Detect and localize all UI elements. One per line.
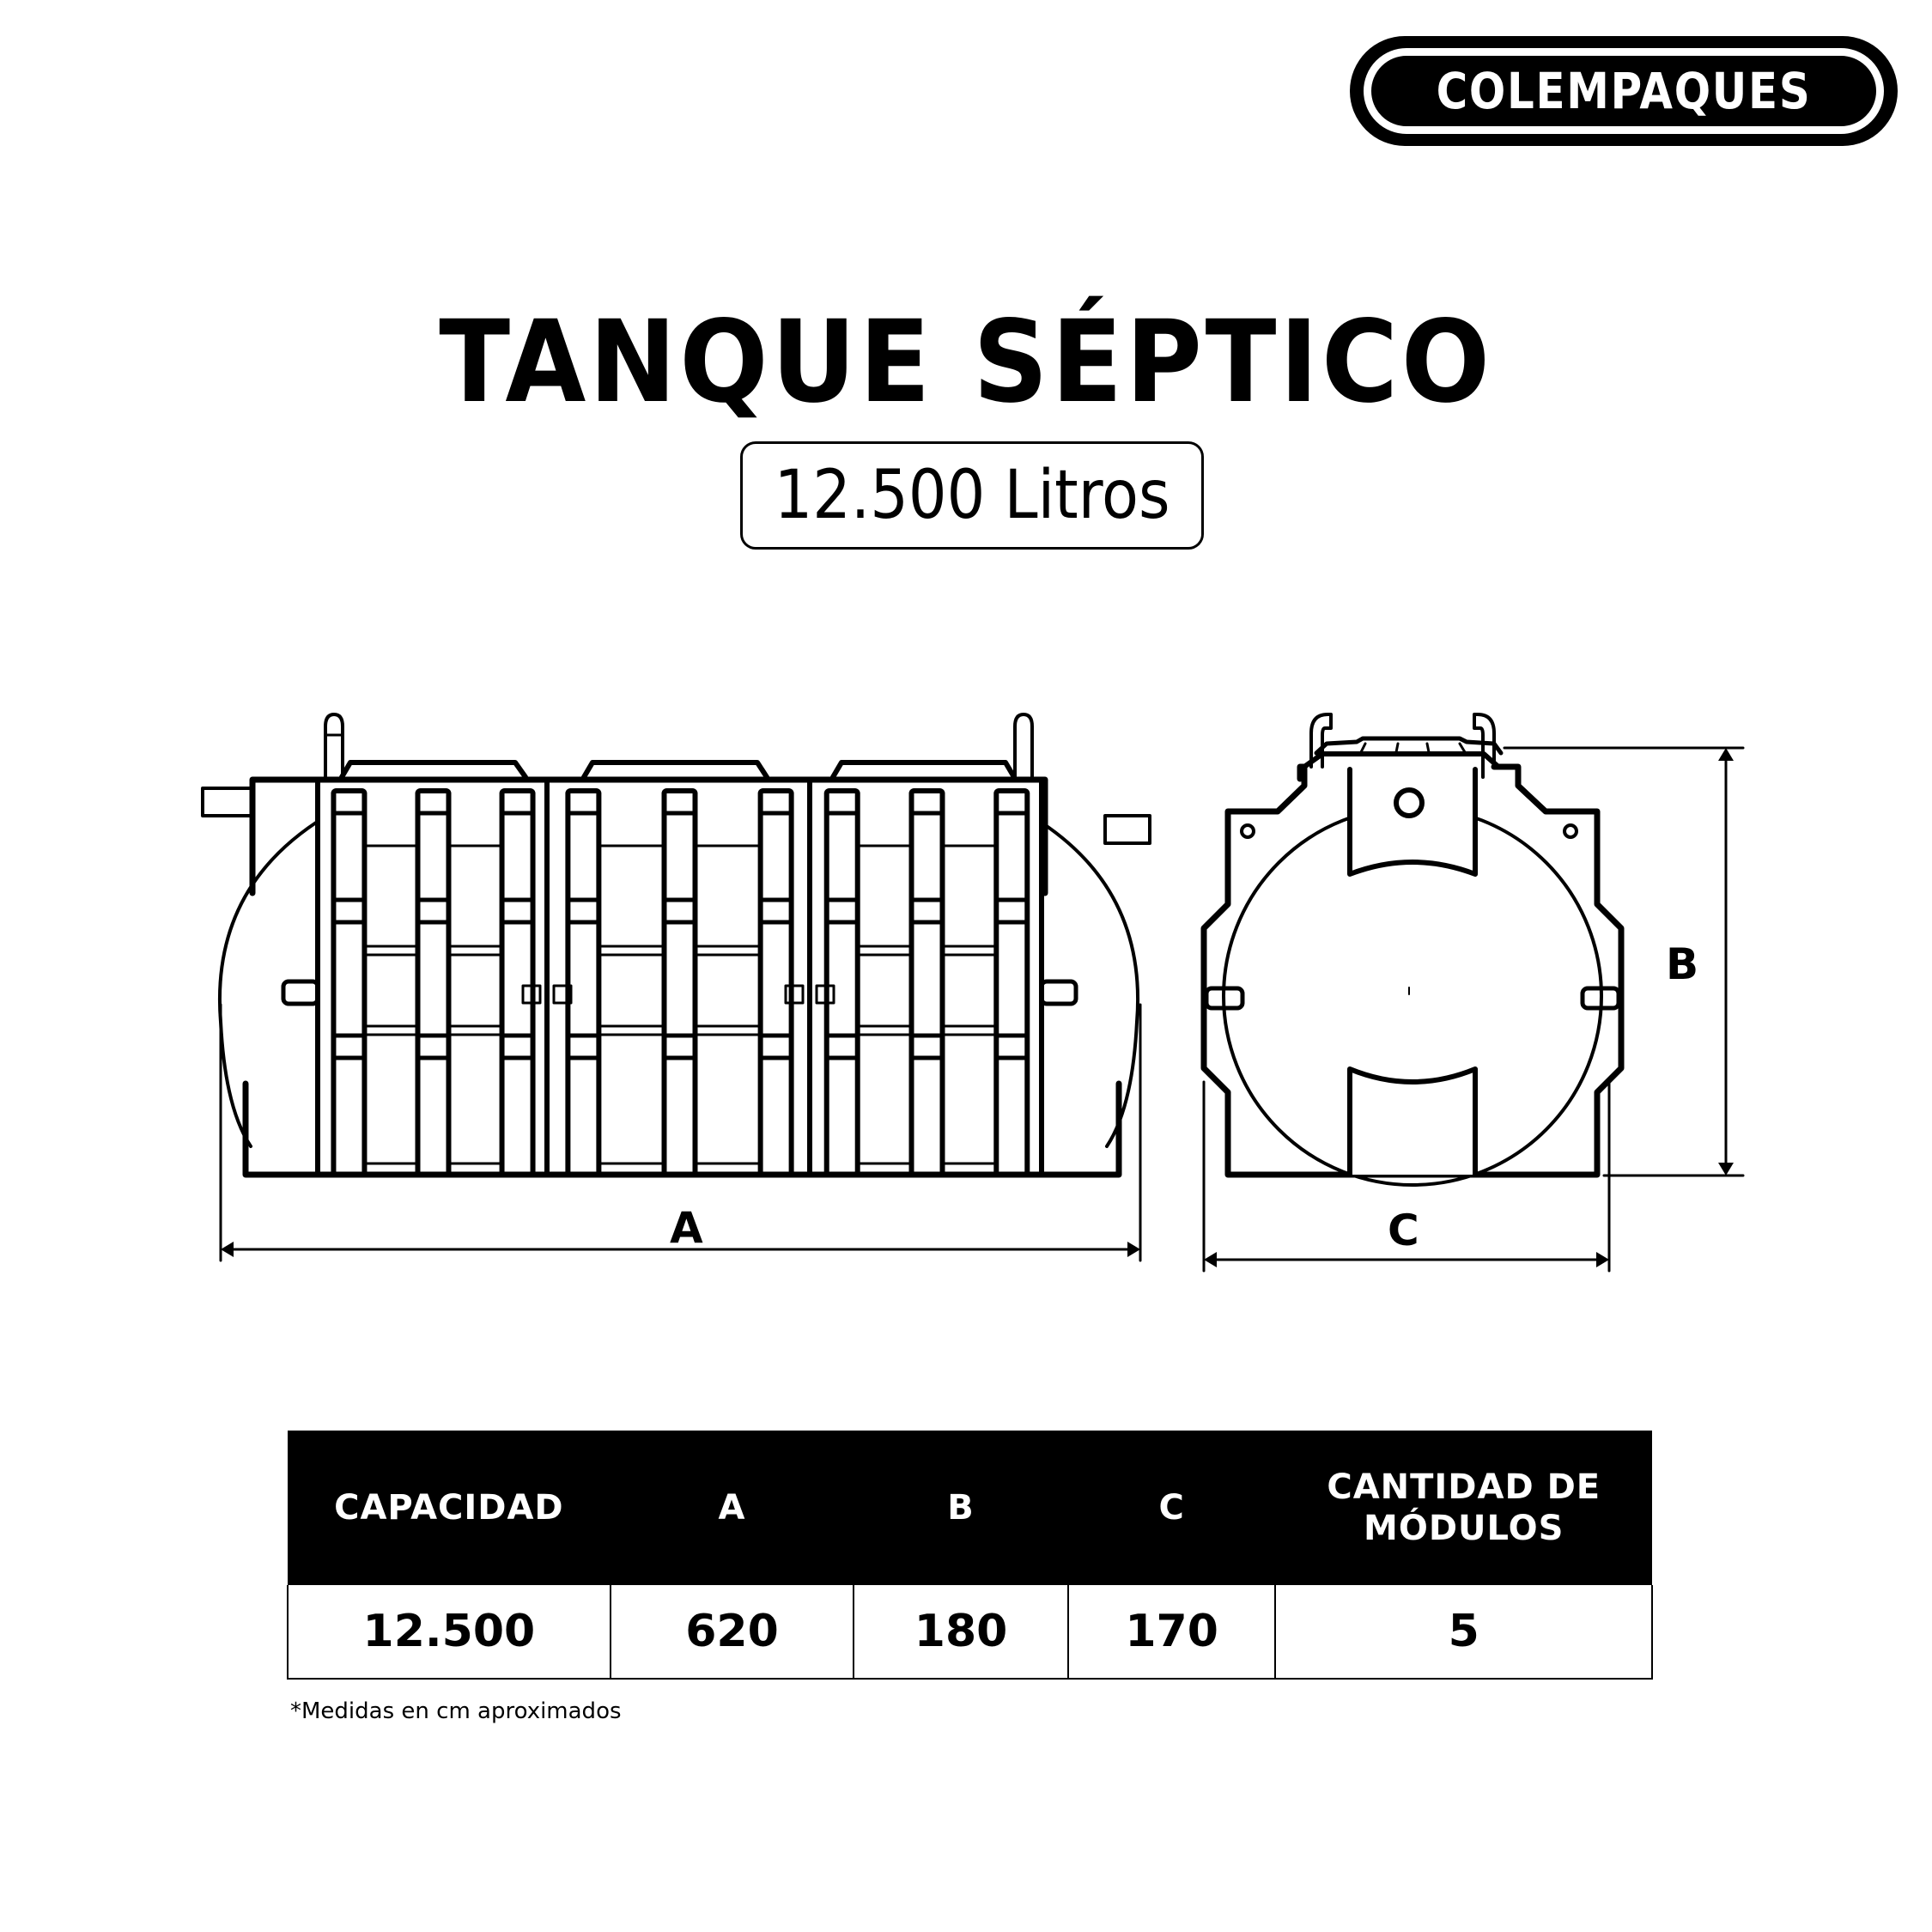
- header-b: B: [854, 1431, 1068, 1585]
- header-modulos-line2: MÓDULOS: [1364, 1509, 1564, 1548]
- dimension-label-c: C: [1388, 1206, 1419, 1255]
- header-capacidad: CAPACIDAD: [288, 1431, 611, 1585]
- capacity-badge: 12.500 Litros: [740, 441, 1204, 550]
- dimension-arrows: [221, 748, 1734, 1267]
- module-ribs: [331, 788, 1030, 1177]
- specs-table: CAPACIDAD A B C CANTIDAD DE MÓDULOS 12.5…: [287, 1431, 1653, 1680]
- cell-a: 620: [609, 1585, 855, 1680]
- dimension-label-a: A: [670, 1203, 703, 1253]
- cell-modulos: 5: [1274, 1585, 1653, 1680]
- table-header-row: CAPACIDAD A B C CANTIDAD DE MÓDULOS: [288, 1431, 1652, 1585]
- table-row: 12.500 620 180 170 5: [287, 1585, 1653, 1680]
- capacity-label: 12.500 Litros: [774, 457, 1170, 534]
- header-a: A: [610, 1431, 854, 1585]
- page-title: TANQUE SÉPTICO: [439, 296, 1493, 428]
- footnote: *Medidas en cm aproximados: [290, 1698, 622, 1724]
- header-modulos-line1: CANTIDAD DE: [1327, 1467, 1601, 1507]
- cell-b: 180: [853, 1585, 1069, 1680]
- dimension-lines: [219, 746, 1745, 1273]
- brand-logo: COLEMPAQUES: [1350, 36, 1898, 146]
- header-modulos: CANTIDAD DE MÓDULOS: [1275, 1431, 1652, 1585]
- cell-c: 170: [1066, 1585, 1277, 1680]
- side-view: [1200, 713, 1625, 1187]
- dimension-label-b: B: [1666, 939, 1699, 989]
- cell-capacidad: 12.500: [287, 1585, 611, 1680]
- header-c: C: [1067, 1431, 1276, 1585]
- logo-frame: COLEMPAQUES: [1364, 48, 1884, 134]
- front-view: [201, 713, 1151, 1178]
- logo-text: COLEMPAQUES: [1436, 62, 1812, 120]
